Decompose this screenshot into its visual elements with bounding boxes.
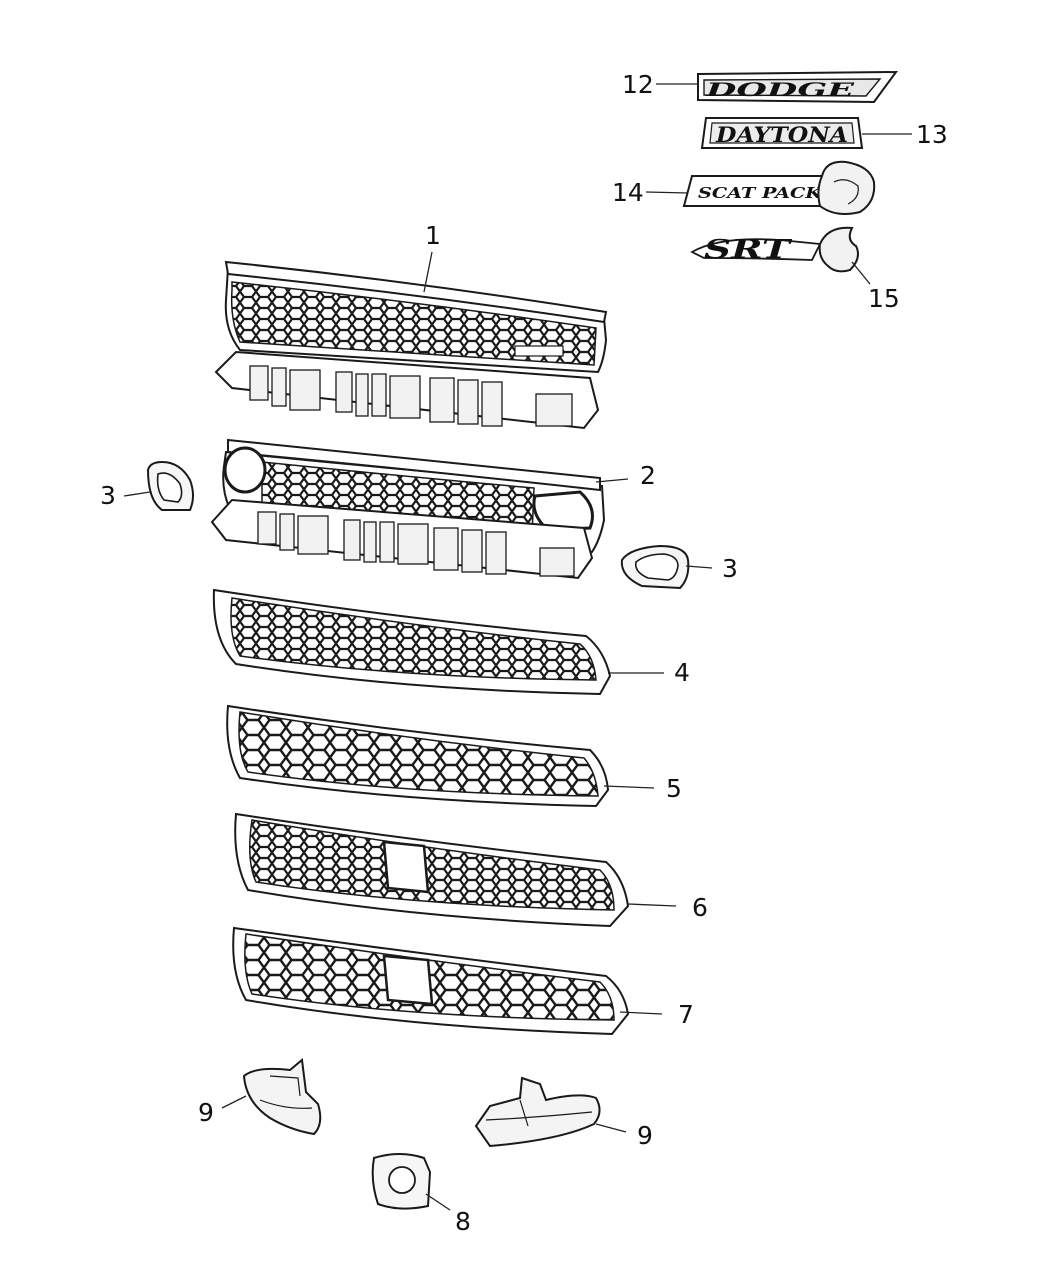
scat-pack-badge-text: SCAT PACK	[698, 184, 823, 202]
part-6-lower-grille	[234, 812, 630, 928]
part-1-grille-assembly	[214, 260, 608, 430]
callout-5: 5	[666, 774, 682, 803]
callout-2: 2	[640, 461, 656, 490]
callout-14: 14	[612, 178, 644, 207]
part-14-scat-pack-badge: SCAT PACK	[682, 160, 876, 215]
part-9-deflector-right	[474, 1076, 601, 1148]
part-7-lower-grille	[232, 926, 630, 1036]
part-2-grille-with-lamp-openings	[210, 438, 606, 580]
callout-8: 8	[455, 1207, 471, 1236]
demon-emblem-icon	[818, 226, 859, 273]
callout-numbers: 1 2 3 3 4 5 6 7 8 9 9 12 13 14 15	[100, 70, 948, 1236]
part-3-bezel-left	[146, 460, 194, 511]
callout-13: 13	[916, 120, 948, 149]
leader-lines	[123, 83, 912, 1211]
callout-4: 4	[674, 658, 690, 687]
callout-6: 6	[692, 893, 708, 922]
part-3-bezel-right	[620, 544, 690, 590]
callout-9-right: 9	[637, 1121, 653, 1150]
part-13-daytona-badge: DAYTONA	[700, 117, 864, 149]
part-15-srt-badge: SRT	[690, 226, 859, 273]
callout-7: 7	[678, 1000, 694, 1029]
part-9-deflector-left	[242, 1058, 322, 1136]
callout-1: 1	[425, 221, 441, 250]
bee-emblem-icon	[817, 160, 876, 215]
part-4-lower-grille	[212, 588, 612, 696]
callout-3-right: 3	[722, 554, 738, 583]
part-8-cover-plate	[371, 1153, 432, 1210]
dodge-badge-text: DODGE	[704, 79, 855, 101]
daytona-badge-text: DAYTONA	[715, 122, 848, 147]
part-5-lower-grille	[226, 704, 610, 808]
callout-9-left: 9	[198, 1098, 214, 1127]
part-12-dodge-badge: DODGE	[697, 70, 898, 104]
callout-12: 12	[622, 70, 654, 99]
callout-15: 15	[868, 284, 900, 313]
callout-3-left: 3	[100, 481, 116, 510]
srt-badge-text: SRT	[704, 235, 792, 265]
